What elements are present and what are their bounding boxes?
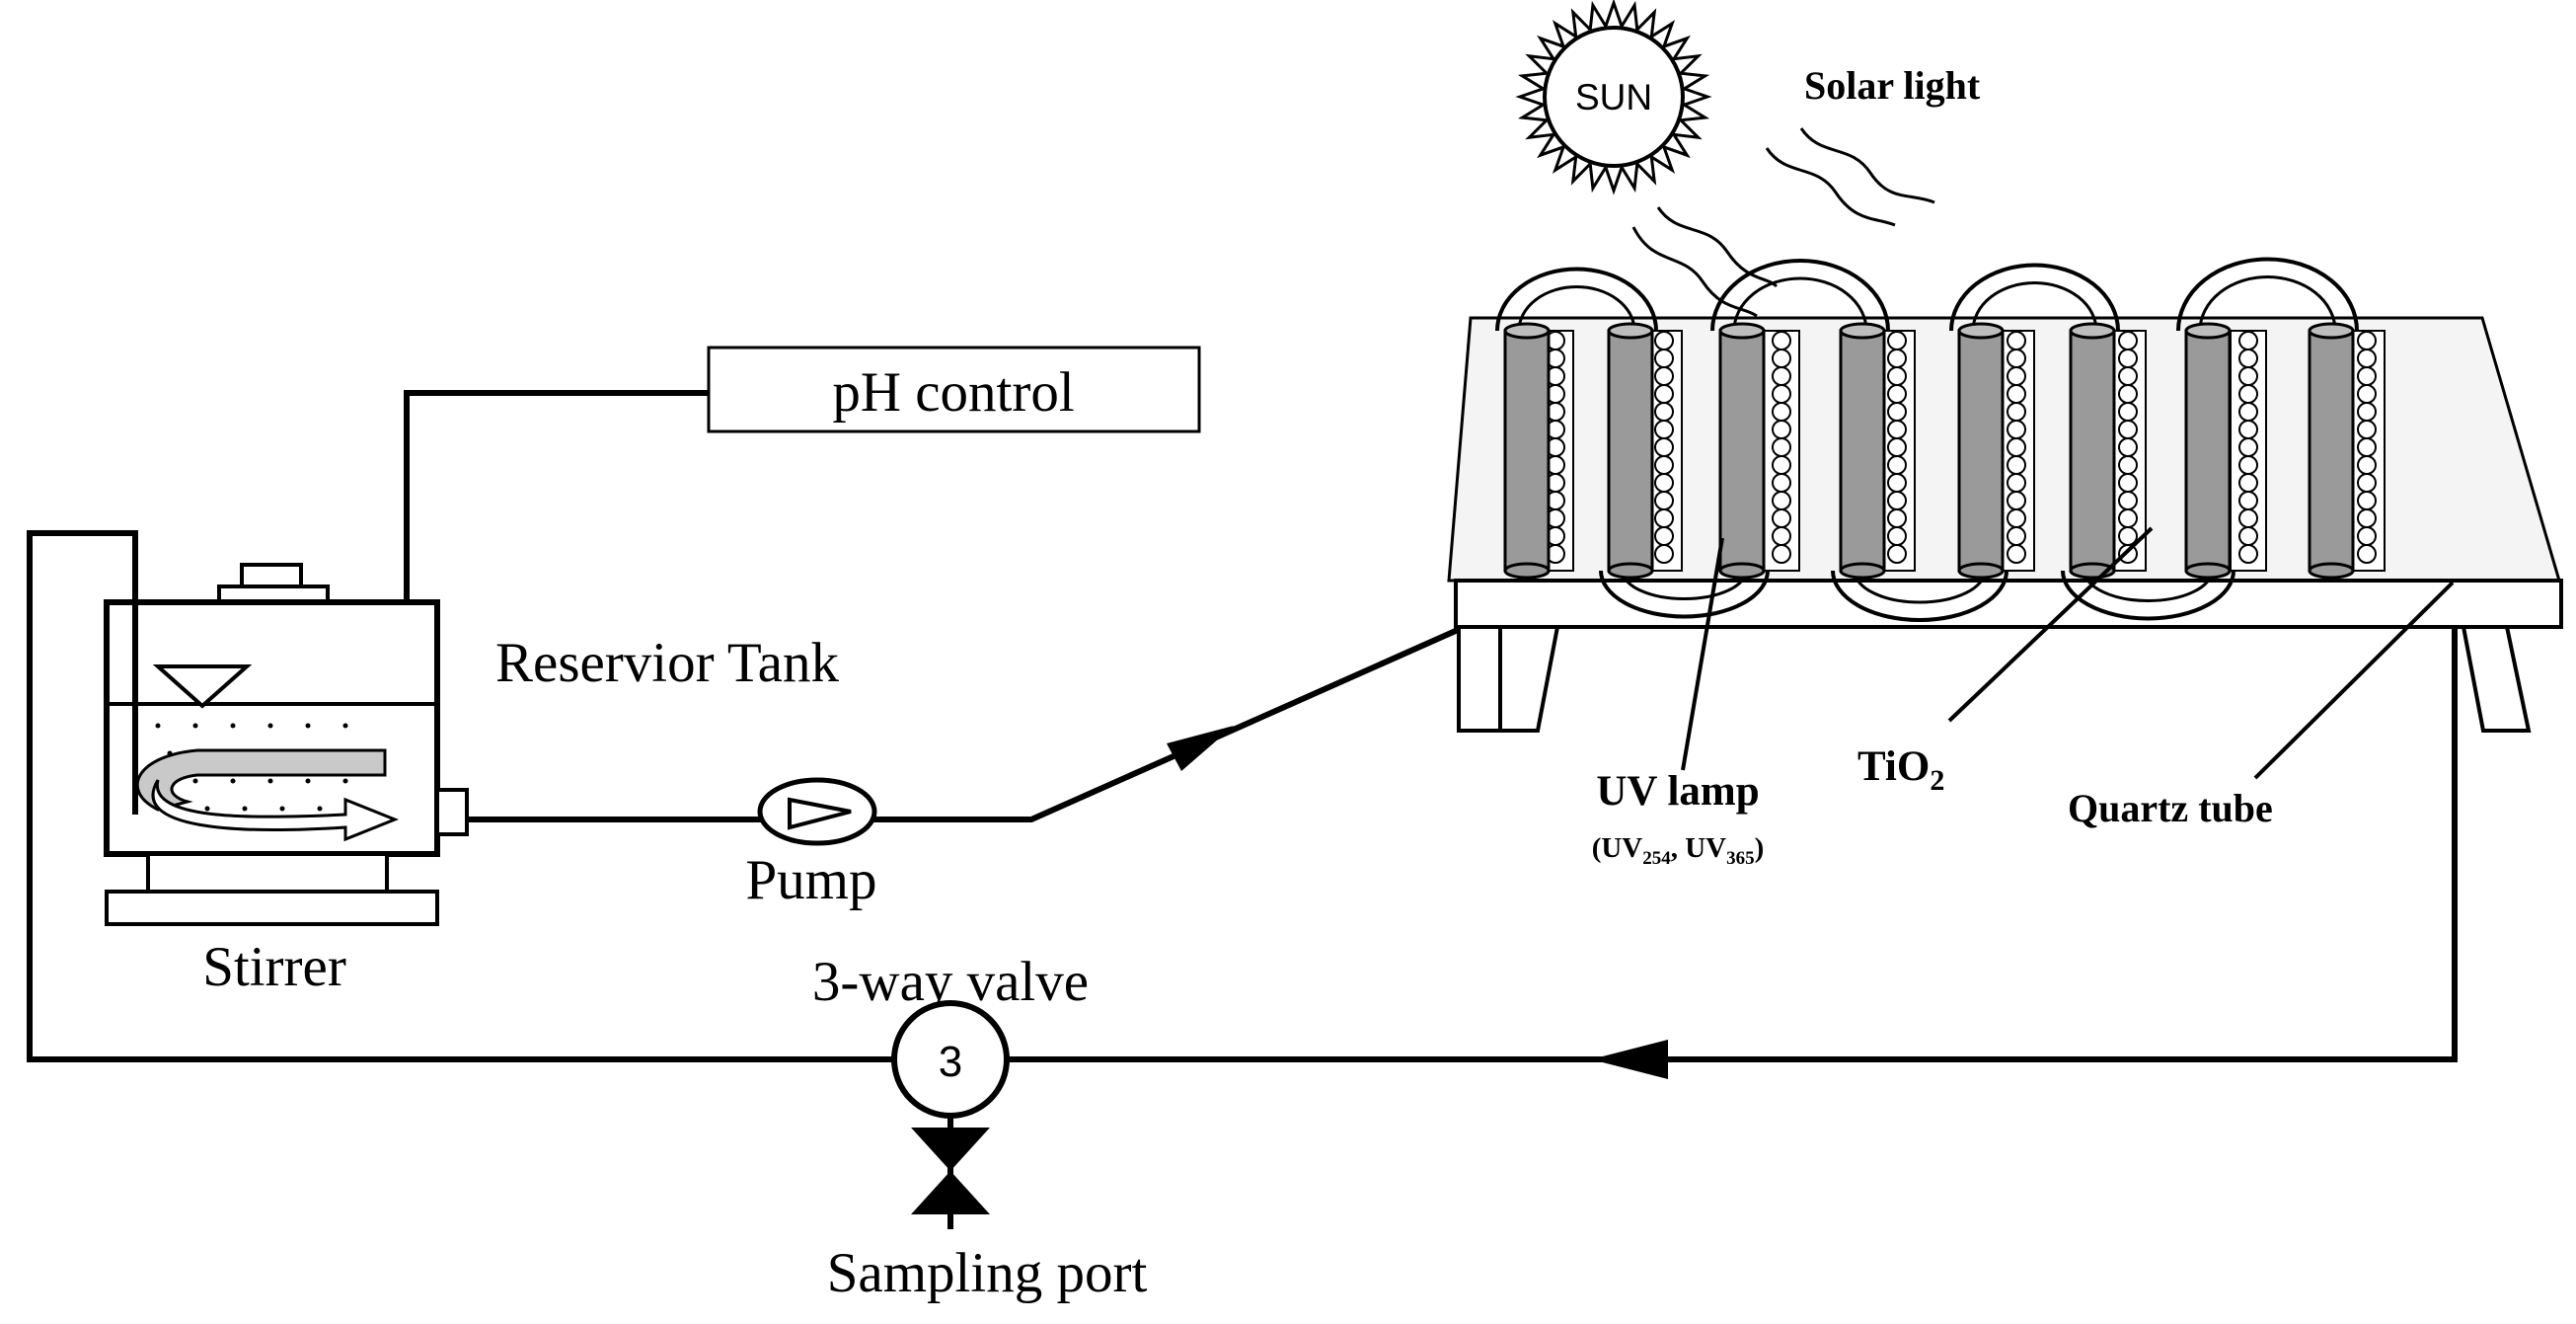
tank-lid-knob: [240, 563, 303, 588]
uv-lamps: [1503, 322, 2355, 580]
stirrer: [105, 852, 439, 926]
quartz-tube-pointer: [2253, 581, 2455, 780]
sampling-valve-icon: [911, 1128, 990, 1214]
return-pipe: [27, 530, 2458, 1062]
solar-light-rays: [1631, 127, 1935, 318]
flow-arrow-outlet-icon: [1167, 726, 1234, 771]
ph-control-box: [707, 346, 1201, 433]
uv-lamp-spec-label: (UV254, UV365): [1592, 832, 1765, 869]
pump-label: Pump: [745, 849, 876, 911]
sun-label: SUN: [1575, 77, 1652, 117]
reactor-leg-right: [2461, 625, 2532, 733]
sun-disc: [1543, 26, 1685, 168]
reactor-frame: [1454, 579, 2563, 629]
liquid-level-marker-icon: [152, 664, 253, 709]
three-way-valve-icon: 3: [891, 1000, 1010, 1119]
pump-icon: [757, 777, 877, 846]
solar-light-label: Solar light: [1804, 63, 1981, 108]
uv-lamp-pointer: [1681, 537, 1724, 771]
sampling-port-label: Sampling port: [827, 1242, 1148, 1304]
uv-lamp-label: UV lamp: [1596, 768, 1759, 815]
reservoir-tank: [104, 563, 469, 857]
photoreactor: [1447, 257, 2563, 733]
stirrer-neck: [146, 852, 389, 894]
tank-outlet-nozzle: [435, 788, 469, 836]
valve-symbol: 3: [939, 1038, 962, 1086]
outlet-pipe: [467, 599, 1522, 822]
stirrer-base: [105, 890, 439, 926]
tio2-label: TiO2: [1857, 743, 1944, 797]
reactor-leg-left: [1457, 625, 1502, 733]
reservoir-tank-label: Reservior Tank: [495, 632, 839, 694]
quartz-tube-u-bends-top: [1495, 257, 2359, 332]
ph-probe-line: [404, 390, 709, 810]
ph-control-label: pH control: [832, 361, 1074, 424]
quartz-tube-label: Quartz tube: [2068, 786, 2273, 830]
sun-icon: SUN: [1515, 0, 1712, 195]
stirring-arrow-icon: [151, 779, 400, 842]
flow-arrow-return-icon: [1591, 1040, 1668, 1079]
stirrer-label: Stirrer: [202, 936, 346, 998]
tio2-pointer: [1947, 526, 2154, 723]
